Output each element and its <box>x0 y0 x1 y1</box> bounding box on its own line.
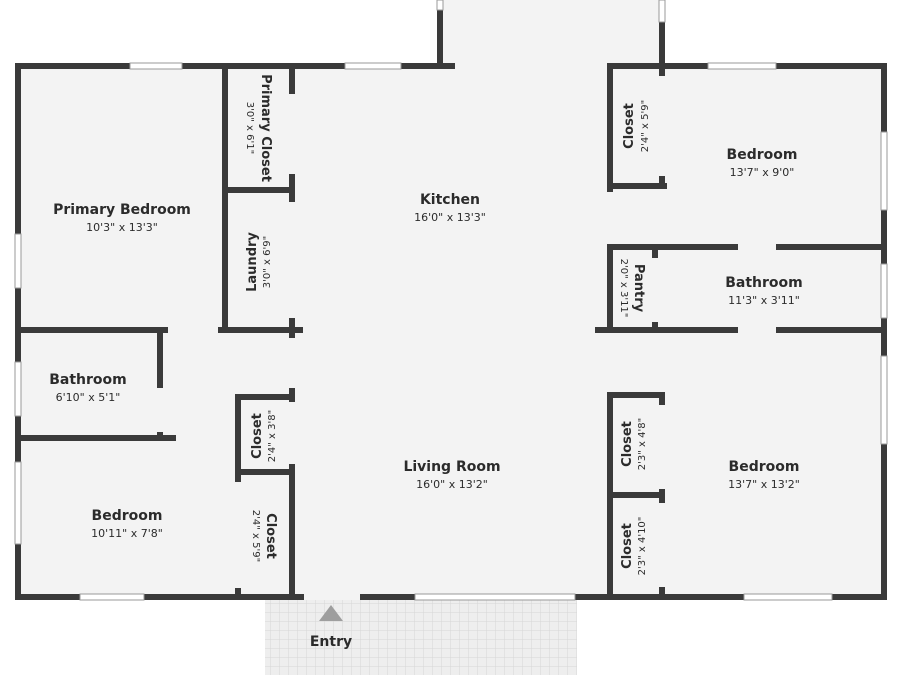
window <box>880 131 888 211</box>
room-dims-bathroom-left: 6'10" x 5'1" <box>56 391 121 404</box>
room-name-kitchen: Kitchen <box>420 192 480 208</box>
room-dims-bedroom-top-right: 13'7" x 9'0" <box>730 166 795 179</box>
room-name-closet-right-lower: Closet <box>620 523 635 569</box>
entry-door <box>304 594 360 600</box>
room-dims-kitchen: 16'0" x 13'3" <box>414 211 486 224</box>
room-dims-pantry: 2'0" x 3'11" <box>618 259 629 318</box>
room-name-bathroom-right: Bathroom <box>725 275 803 291</box>
entry-arrow-icon <box>319 605 343 621</box>
room-dims-living-room: 16'0" x 13'2" <box>416 478 488 491</box>
room-dims-laundry: 3'0" x 6'9" <box>262 236 273 288</box>
door-opening <box>289 402 295 464</box>
window <box>79 593 145 601</box>
room-name-primary-bedroom: Primary Bedroom <box>53 202 191 218</box>
window <box>14 361 22 417</box>
room-name-bedroom-top-right: Bedroom <box>727 147 798 163</box>
door-opening <box>659 76 665 176</box>
hallway-floor <box>440 0 662 70</box>
room-dims-bedroom-bottom-right: 13'7" x 13'2" <box>728 478 800 491</box>
window <box>880 355 888 445</box>
door-opening <box>659 405 665 489</box>
door-openings <box>157 76 776 600</box>
door-opening <box>289 94 295 174</box>
room-name-primary-closet: Primary Closet <box>258 74 273 182</box>
room-name-entry: Entry <box>310 634 352 650</box>
floor-areas <box>18 0 884 675</box>
window <box>414 593 576 601</box>
window <box>658 0 666 23</box>
room-name-closet-top-right: Closet <box>622 103 637 149</box>
room-dims-bedroom-bottom-left: 10'11" x 7'8" <box>91 527 163 540</box>
room-name-closet-left-lower: Closet <box>263 513 278 559</box>
window <box>743 593 833 601</box>
window <box>14 461 22 545</box>
window <box>707 62 777 70</box>
window <box>129 62 183 70</box>
windows <box>14 0 888 601</box>
room-name-bedroom-bottom-left: Bedroom <box>92 508 163 524</box>
room-dims-bathroom-right: 11'3" x 3'11" <box>728 294 800 307</box>
door-opening <box>652 258 658 322</box>
room-dims-closet-left-lower: 2'4" x 5'9" <box>250 510 261 562</box>
window <box>436 0 444 11</box>
door-opening <box>607 340 613 390</box>
door-opening <box>157 388 163 432</box>
room-dims-primary-closet: 3'0" x 6'1" <box>244 102 255 154</box>
room-dims-closet-right-lower: 2'3" x 4'10" <box>637 517 648 576</box>
door-opening <box>168 327 218 333</box>
door-opening <box>607 192 613 244</box>
room-name-closet-left-upper: Closet <box>250 413 265 459</box>
window <box>344 62 402 70</box>
room-name-pantry: Pantry <box>631 264 646 313</box>
room-dims-closet-top-right: 2'4" x 5'9" <box>640 100 651 152</box>
room-name-closet-right-upper: Closet <box>620 421 635 467</box>
door-opening <box>289 202 295 318</box>
entry-floor <box>265 597 577 675</box>
window <box>14 233 22 289</box>
room-name-laundry: Laundry <box>245 232 260 292</box>
door-opening <box>235 482 241 588</box>
door-opening <box>738 327 776 333</box>
room-name-bedroom-bottom-right: Bedroom <box>729 459 800 475</box>
room-name-bathroom-left: Bathroom <box>49 372 127 388</box>
door-opening <box>738 244 776 250</box>
door-opening <box>176 435 228 441</box>
room-labels: Primary Bedroom 10'3" x 13'3" Primary Cl… <box>49 74 803 650</box>
room-name-living-room: Living Room <box>403 459 500 475</box>
room-dims-closet-left-upper: 2'4" x 3'8" <box>267 410 278 462</box>
room-dims-closet-right-upper: 2'3" x 4'8" <box>637 418 648 470</box>
room-dims-primary-bedroom: 10'3" x 13'3" <box>86 221 158 234</box>
door-opening <box>659 503 665 587</box>
window <box>880 263 888 319</box>
door-opening <box>289 338 295 388</box>
